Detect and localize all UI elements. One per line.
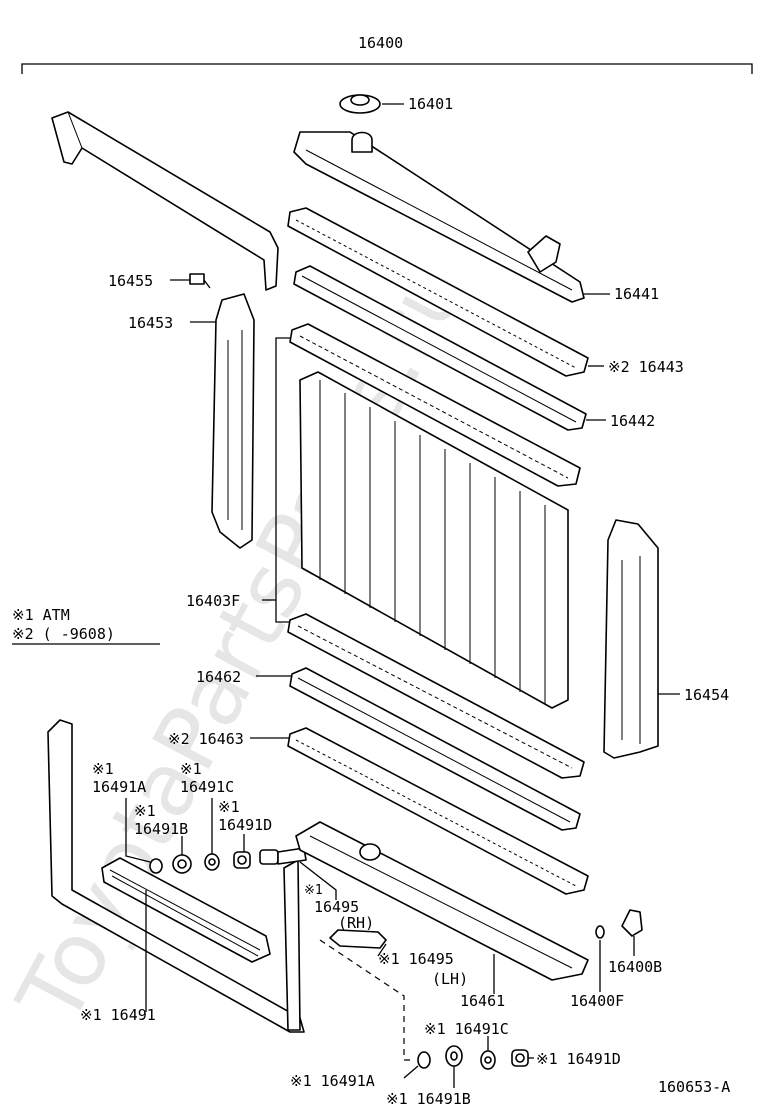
- label-16491A-lower: ※1 16491A: [290, 1072, 375, 1090]
- label-16400B: 16400B: [608, 958, 662, 976]
- part-lower-gasket-toothed: [250, 727, 589, 895]
- label-16491B: 16491B: [134, 820, 188, 838]
- mark-16491B: ※1: [134, 802, 156, 820]
- part-hose-fitting-rh: [259, 847, 337, 900]
- part-lower-tank: [295, 821, 589, 994]
- washer-16491C-upper: [204, 798, 220, 871]
- legend-note-2: ※2 ( -9608): [12, 625, 115, 643]
- label-16454: 16454: [684, 686, 729, 704]
- connection-dashed-line: [319, 939, 414, 1061]
- label-16491C-lower: ※1 16491C: [424, 1020, 509, 1038]
- part-hose-fitting-lh: [329, 929, 387, 957]
- part-bolt: [170, 273, 211, 289]
- label-16455: 16455: [108, 272, 153, 290]
- label-16491C: 16491C: [180, 778, 234, 796]
- label-16401: 16401: [408, 95, 453, 113]
- core-label-bracket: [275, 337, 290, 623]
- label-16400F: 16400F: [570, 992, 624, 1010]
- label-16463: ※2 16463: [168, 730, 244, 748]
- label-16442: 16442: [610, 412, 655, 430]
- washer-16491B-upper: [172, 836, 192, 874]
- part-oil-cooler: [101, 857, 271, 1012]
- sublabel-16495-rh: (RH): [338, 914, 374, 932]
- label-16491B-lower: ※1 16491B: [386, 1090, 471, 1108]
- nut-16491D-upper: [233, 834, 251, 869]
- washer-16491B-lower: [445, 1045, 463, 1088]
- part-radiator-core: [299, 371, 569, 709]
- part-left-side-support: [190, 293, 255, 549]
- mark-16491C: ※1: [180, 760, 202, 778]
- label-16495-rh: 16495: [314, 898, 359, 916]
- label-16495-lh: ※1 16495: [378, 950, 454, 968]
- label-16461: 16461: [460, 992, 505, 1010]
- part-right-side-support: [603, 519, 680, 759]
- label-16453: 16453: [128, 314, 173, 332]
- washer-16491A-lower: [403, 1051, 431, 1079]
- label-16443: ※2 16443: [608, 358, 684, 376]
- part-lower-support-bar: [47, 719, 305, 1033]
- nut-16491D-lower: [511, 1049, 534, 1067]
- part-drain-plug-gasket: [595, 925, 605, 992]
- assembly-bracket: [21, 63, 753, 74]
- mark-16495-rh: ※1: [304, 883, 323, 898]
- label-16441: 16441: [614, 285, 659, 303]
- sublabel-16495-lh: (LH): [432, 970, 468, 988]
- part-radiator-cap: [339, 94, 404, 114]
- part-upper-tank: [293, 131, 610, 303]
- figure-id: 160653-A: [658, 1078, 730, 1096]
- label-16403F: 16403F: [186, 592, 240, 610]
- label-16491D: 16491D: [218, 816, 272, 834]
- label-16491A: 16491A: [92, 778, 146, 796]
- part-upper-tank-gasket-toothed: [287, 207, 604, 377]
- mark-16491D: ※1: [218, 798, 240, 816]
- legend-note-1: ※1 ATM: [12, 606, 70, 624]
- part-upper-gasket: [293, 265, 606, 431]
- label-16462: 16462: [196, 668, 241, 686]
- part-core-header-top: [289, 323, 581, 487]
- washer-16491C-lower: [480, 1036, 496, 1070]
- washer-16491A-upper: [125, 798, 163, 874]
- part-core-header-bottom: [287, 613, 585, 779]
- mark-16491A: ※1: [92, 760, 114, 778]
- part-drain-cock: [621, 909, 643, 956]
- label-16491D-lower: ※1 16491D: [536, 1050, 621, 1068]
- label-16491: ※1 16491: [80, 1006, 156, 1024]
- part-upper-support-bar: [51, 111, 279, 291]
- part-lower-gasket: [256, 667, 581, 831]
- label-16400: 16400: [358, 34, 403, 52]
